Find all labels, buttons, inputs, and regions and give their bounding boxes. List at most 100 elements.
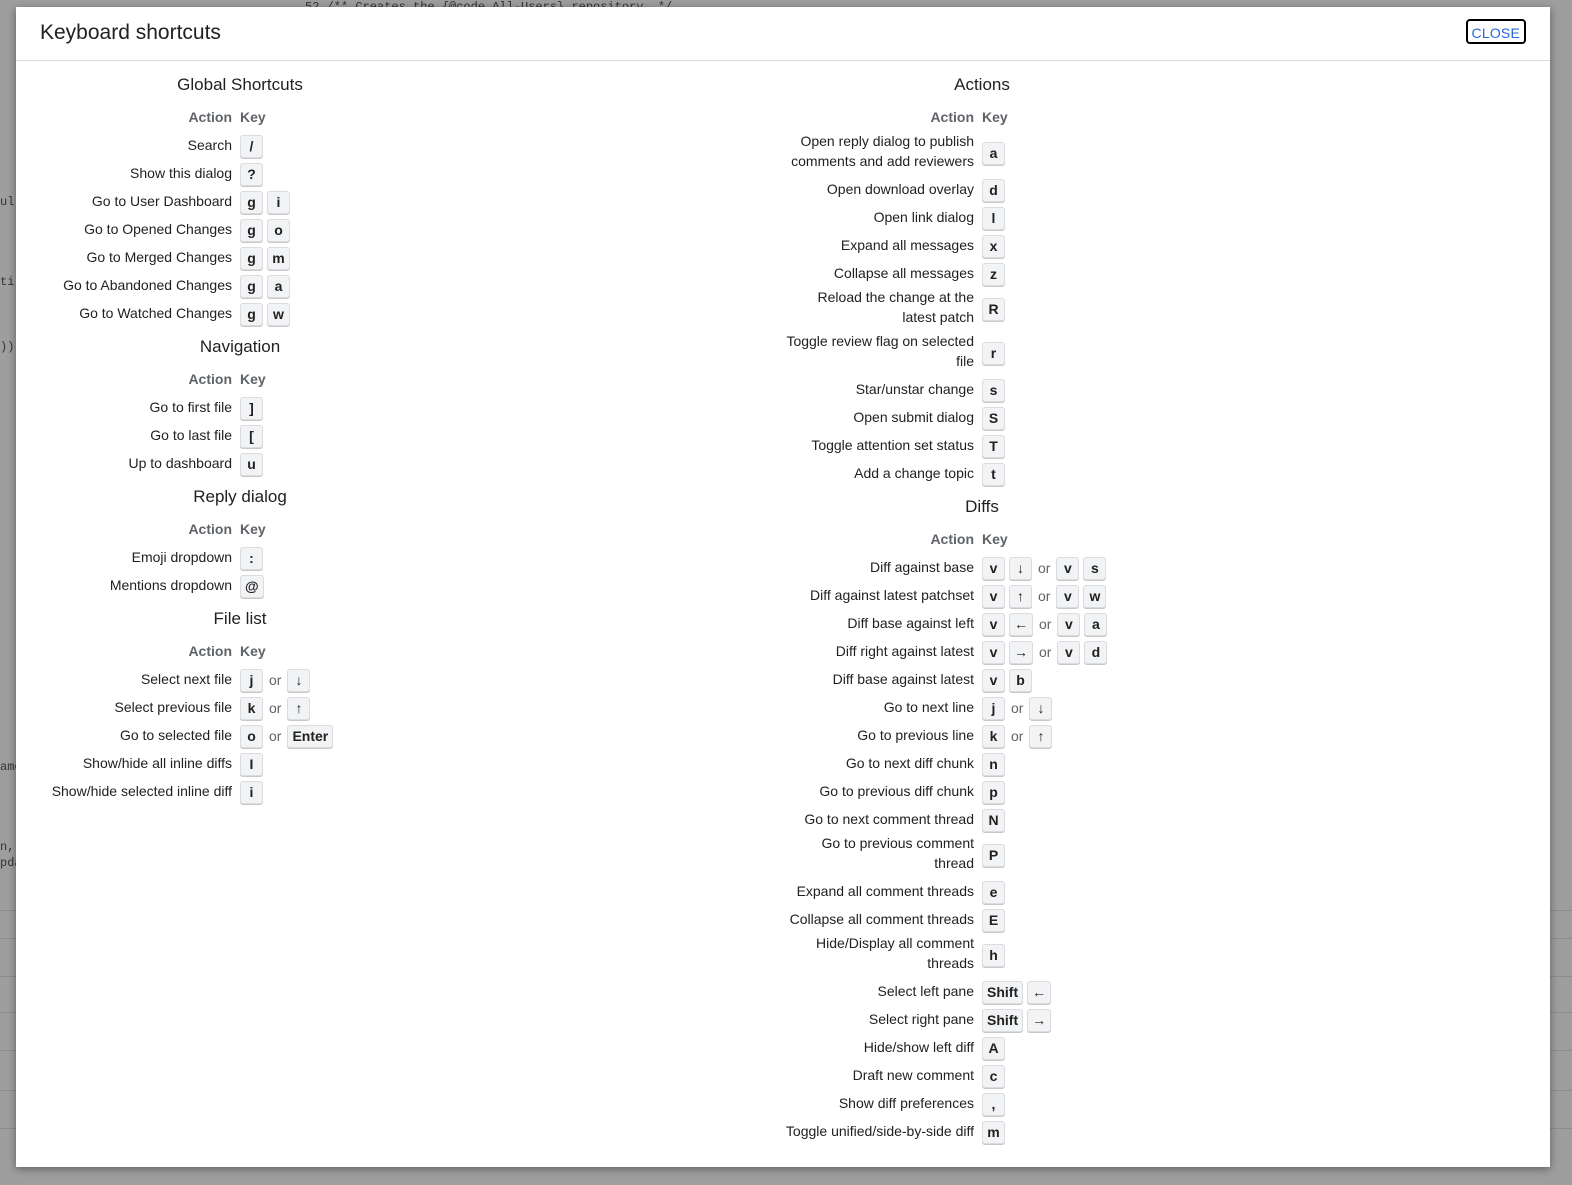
column-header-key: Key bbox=[982, 531, 1008, 547]
shortcut-action-label: Go to next diff chunk bbox=[845, 755, 974, 771]
key-cap: ← bbox=[1027, 980, 1052, 1004]
shortcut-action-label: Show/hide selected inline diff bbox=[51, 783, 232, 799]
or-separator: or bbox=[1038, 560, 1051, 576]
shortcut-action-label: Hide/show left diff bbox=[863, 1039, 974, 1055]
shortcut-keys: c bbox=[982, 1064, 1005, 1088]
key-cap: ? bbox=[240, 162, 263, 186]
shortcut-action-label: Select left pane bbox=[877, 983, 974, 999]
shortcut-keys: @ bbox=[240, 574, 264, 598]
key-cap: v bbox=[982, 584, 1005, 608]
shortcut-action-label: Show this dialog bbox=[130, 165, 232, 181]
key-cap: A bbox=[982, 1036, 1005, 1060]
shortcut-keys: Shift→ bbox=[982, 1008, 1052, 1032]
shortcut-keys: Shift← bbox=[982, 980, 1052, 1004]
shortcut-action-label: Hide/Display all comment threads bbox=[816, 935, 974, 971]
key-cap: v bbox=[982, 612, 1005, 636]
key-cap: k bbox=[982, 724, 1005, 748]
key-cap: T bbox=[982, 434, 1005, 458]
shortcut-action-label: Toggle unified/side-by-side diff bbox=[785, 1123, 974, 1139]
column-header-key: Key bbox=[240, 643, 266, 659]
or-separator: or bbox=[269, 700, 282, 716]
dialog-title: Keyboard shortcuts bbox=[40, 21, 221, 44]
shortcut-keys: l bbox=[982, 206, 1005, 230]
key-cap: P bbox=[982, 843, 1005, 867]
key-cap: a bbox=[1084, 612, 1108, 636]
section-title: Diffs bbox=[965, 497, 999, 516]
key-cap: , bbox=[982, 1092, 1005, 1116]
or-separator: or bbox=[269, 728, 282, 744]
key-cap: m bbox=[982, 1120, 1005, 1144]
key-cap: [ bbox=[240, 424, 263, 448]
key-cap: ↑ bbox=[287, 696, 311, 720]
key-cap: R bbox=[982, 297, 1005, 321]
key-cap: Shift bbox=[982, 980, 1024, 1004]
key-cap: i bbox=[267, 190, 290, 214]
or-separator: or bbox=[1039, 644, 1052, 660]
shortcut-keys: s bbox=[982, 378, 1005, 402]
shortcut-action-label: Mentions dropdown bbox=[109, 577, 232, 593]
shortcut-action-label: Go to next comment thread bbox=[804, 811, 974, 827]
shortcut-action-label: Open submit dialog bbox=[853, 409, 974, 425]
shortcut-keys: n bbox=[982, 752, 1005, 776]
shortcut-keys: z bbox=[982, 262, 1005, 286]
key-cap: j bbox=[982, 696, 1005, 720]
shortcut-action-label: Collapse all comment threads bbox=[789, 911, 974, 927]
key-cap: g bbox=[240, 274, 263, 298]
key-cap: g bbox=[240, 190, 263, 214]
column-header-key: Key bbox=[240, 521, 266, 537]
key-cap: a bbox=[267, 274, 290, 298]
shortcut-keys: u bbox=[240, 452, 263, 476]
shortcut-keys: N bbox=[982, 808, 1005, 832]
key-cap: g bbox=[240, 302, 263, 326]
shortcut-action-label: Diff against latest patchset bbox=[810, 587, 974, 603]
key-cap: N bbox=[982, 808, 1005, 832]
shortcut-action-label: Select right pane bbox=[868, 1011, 974, 1027]
shortcut-keys: S bbox=[982, 406, 1005, 430]
key-cap: I bbox=[240, 752, 263, 776]
key-cap: p bbox=[982, 780, 1005, 804]
column-header-action: Action bbox=[188, 521, 232, 537]
shortcut-action-label: Toggle attention set status bbox=[811, 437, 974, 453]
shortcut-keys: , bbox=[982, 1092, 1005, 1116]
shortcut-keys: T bbox=[982, 434, 1005, 458]
key-cap: l bbox=[982, 206, 1005, 230]
shortcut-keys: p bbox=[982, 780, 1005, 804]
shortcut-keys: t bbox=[982, 462, 1005, 486]
shortcut-action-label: Expand all messages bbox=[840, 237, 974, 253]
key-cap: r bbox=[982, 341, 1005, 365]
shortcut-action-label: Go to Merged Changes bbox=[86, 249, 232, 265]
shortcut-action-label: Diff right against latest bbox=[835, 643, 974, 659]
shortcut-action-label: Show diff preferences bbox=[838, 1095, 974, 1111]
shortcut-action-label: Emoji dropdown bbox=[131, 549, 232, 565]
shortcut-keys: E bbox=[982, 908, 1005, 932]
key-cap: h bbox=[982, 943, 1005, 967]
shortcut-action-label: Show/hide all inline diffs bbox=[82, 755, 232, 771]
column-header-action: Action bbox=[188, 643, 232, 659]
dialog-header: Keyboard shortcuts CLOSE bbox=[16, 7, 1550, 61]
key-cap: z bbox=[982, 262, 1005, 286]
shortcut-keys: r bbox=[982, 341, 1005, 365]
key-cap: ↑ bbox=[1009, 584, 1032, 608]
shortcut-action-label: Diff base against left bbox=[847, 615, 974, 631]
key-cap: ↓ bbox=[1029, 696, 1053, 720]
key-cap: s bbox=[1083, 556, 1107, 580]
key-cap: d bbox=[1084, 640, 1108, 664]
key-cap: v bbox=[982, 640, 1005, 664]
background-fragment: n, bbox=[0, 840, 15, 854]
background-fragment: ti bbox=[0, 275, 15, 289]
key-cap: w bbox=[1083, 584, 1107, 608]
key-cap: / bbox=[240, 134, 263, 158]
key-cap: g bbox=[240, 218, 263, 242]
shortcut-keys: i bbox=[240, 780, 263, 804]
close-button[interactable]: CLOSE bbox=[1465, 19, 1526, 44]
or-separator: or bbox=[1039, 616, 1052, 632]
